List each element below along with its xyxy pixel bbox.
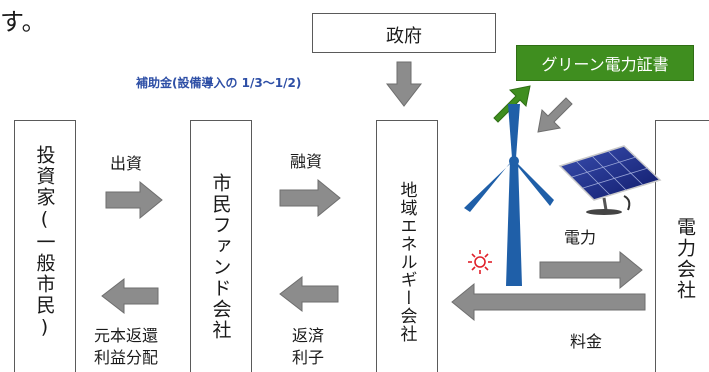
green-certificate-label: グリーン電力証書 [541,55,669,74]
wind-turbine-icon [464,104,554,286]
loan-arrow [279,178,341,218]
fee-label: 料金 [570,332,603,351]
interest-label: 利子 [292,348,325,367]
solar-panel-icon [558,145,662,215]
local-energy-label: 地域エネルギー会社 [396,181,417,343]
green-certificate-box: グリーン電力証書 [516,45,694,81]
profit-distribution-label: 利益分配 [94,348,159,367]
repayment-arrow [279,275,339,313]
investment-arrow [105,180,163,220]
investment-label: 出資 [110,154,143,173]
gray-arrow-down [537,97,573,133]
electricity-label: 電力 [564,228,597,247]
government-label: 政府 [386,26,422,47]
investor-label: 投資家(一般市民) [33,145,56,340]
electricity-arrow [539,250,643,290]
citizen-fund-box: 市民ファンド会社 [190,120,252,372]
citizen-fund-label: 市民ファンド会社 [209,173,232,341]
repayment-label: 返済 [292,326,325,345]
local-energy-box: 地域エネルギー会社 [376,120,438,372]
repay-principal-label: 元本返還 [94,326,159,345]
investor-box: 投資家(一般市民) [14,120,76,372]
subsidy-label: 補助金(設備導入の 1/3〜1/2) [136,76,302,90]
government-down-arrow [385,61,423,107]
power-company-box: 電力会社 [655,120,709,372]
government-box: 政府 [312,13,496,53]
return-arrow [101,277,159,315]
fee-arrow [451,282,646,322]
top-text: す。 [0,8,46,36]
loan-label: 融資 [290,152,323,171]
power-company-label: 電力会社 [674,217,696,301]
sun-icon [468,250,492,274]
